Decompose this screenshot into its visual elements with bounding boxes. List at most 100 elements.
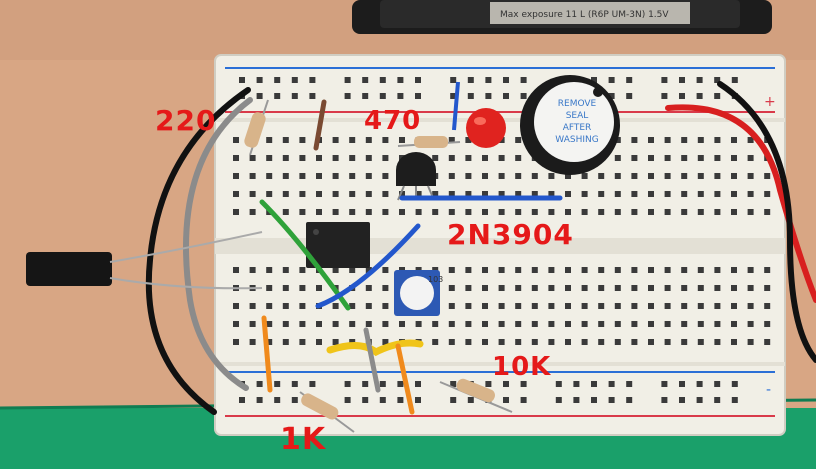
breadboard-hole (309, 381, 316, 387)
breadboard-hole (764, 303, 771, 309)
breadboard-hole (696, 93, 703, 99)
breadboard-hole (648, 321, 654, 327)
breadboard-hole (465, 267, 472, 273)
breadboard-hole (415, 93, 421, 99)
breadboard-hole (467, 77, 474, 83)
breadboard-hole (233, 303, 239, 309)
breadboard-hole (432, 209, 439, 215)
breadboard-hole (664, 173, 671, 179)
breadboard-hole (399, 191, 405, 197)
breadboard-hole (664, 303, 671, 309)
breadboard-hole (467, 93, 474, 99)
breadboard-hole (614, 191, 621, 197)
breadboard-hole (648, 303, 654, 309)
breadboard-hole (465, 303, 472, 309)
breadboard-hole (581, 285, 588, 291)
breadboard-hole (681, 137, 688, 143)
breadboard-hole (233, 191, 239, 197)
breadboard-hole (697, 173, 704, 179)
breadboard-hole (548, 285, 555, 291)
buzzer: REMOVE SEAL AFTER WASHING (520, 75, 620, 175)
breadboard-hole (299, 137, 306, 143)
breadboard-hole (349, 191, 356, 197)
breadboard-hole (520, 93, 527, 99)
breadboard-hole (482, 321, 488, 327)
breadboard-hole (598, 285, 605, 291)
breadboard-hole (555, 381, 562, 387)
breadboard-hole (344, 381, 351, 387)
resistor-470 (397, 136, 461, 148)
black-battery-wire (717, 81, 816, 363)
breadboard-hole (379, 397, 386, 403)
breadboard-hole (679, 381, 685, 387)
breadboard-hole (266, 155, 273, 161)
breadboard-hole (747, 173, 754, 179)
breadboard-hole (764, 321, 771, 327)
breadboard-hole (631, 303, 638, 309)
breadboard-hole (548, 321, 555, 327)
battery-label: Max exposure 11 L (R6P UM-3N) 1.5V (500, 10, 669, 20)
breadboard-hole (382, 155, 389, 161)
breadboard-hole (349, 173, 356, 179)
breadboard-hole (397, 397, 404, 403)
black-lead-wire (145, 87, 251, 415)
breadboard-hole (239, 397, 245, 403)
breadboard-hole (714, 155, 721, 161)
breadboard-hole (548, 209, 555, 215)
breadboard-hole (266, 191, 273, 197)
transistor (396, 152, 436, 201)
breadboard-hole (565, 209, 571, 215)
breadboard-hole (432, 191, 439, 197)
potentiometer: 103 (394, 270, 443, 316)
breadboard-hole (731, 209, 737, 215)
breadboard-hole (764, 191, 771, 197)
breadboard-hole (432, 321, 439, 327)
breadboard-hole (432, 339, 439, 345)
breadboard-hole (498, 173, 505, 179)
breadboard-hole (397, 381, 404, 387)
breadboard-hole (465, 155, 472, 161)
breadboard-hole (731, 303, 737, 309)
breadboard-hole (573, 381, 580, 387)
breadboard-hole (608, 93, 615, 99)
breadboard-hole (520, 397, 527, 403)
breadboard-hole (498, 303, 505, 309)
breadboard-hole (626, 77, 633, 83)
breadboard-hole (626, 397, 633, 403)
breadboard-hole (515, 155, 522, 161)
brown-jumper-wire (313, 99, 327, 151)
breadboard-hole (382, 267, 389, 273)
breadboard-hole (731, 173, 737, 179)
breadboard-hole (515, 285, 522, 291)
breadboard-hole (465, 285, 472, 291)
breadboard-hole (614, 321, 621, 327)
breadboard-hole (349, 209, 356, 215)
breadboard-hole (282, 173, 289, 179)
breadboard-hole (299, 339, 306, 345)
breadboard-hole (515, 173, 522, 179)
breadboard-hole (598, 339, 605, 345)
breadboard-hole (332, 191, 339, 197)
breadboard-hole (382, 191, 389, 197)
breadboard-hole (465, 209, 472, 215)
breadboard-hole (661, 397, 668, 403)
breadboard-hole (631, 209, 638, 215)
breadboard-hole (299, 267, 306, 273)
breadboard-hole (531, 303, 538, 309)
breadboard-hole (697, 321, 704, 327)
breadboard-hole (531, 339, 538, 345)
breadboard-hole (316, 173, 322, 179)
breadboard-hole (299, 173, 306, 179)
breadboard-hole (581, 303, 588, 309)
breadboard-hole (631, 173, 638, 179)
breadboard-hole (679, 93, 685, 99)
breadboard-hole (448, 285, 455, 291)
breadboard-hole (233, 267, 239, 273)
breadboard-hole (731, 285, 737, 291)
breadboard-hole (291, 93, 298, 99)
breadboard-hole (448, 321, 455, 327)
breadboard-hole (731, 191, 737, 197)
breadboard-hole (531, 209, 538, 215)
breadboard-hole (498, 285, 505, 291)
green-jumper-wire (259, 199, 351, 311)
